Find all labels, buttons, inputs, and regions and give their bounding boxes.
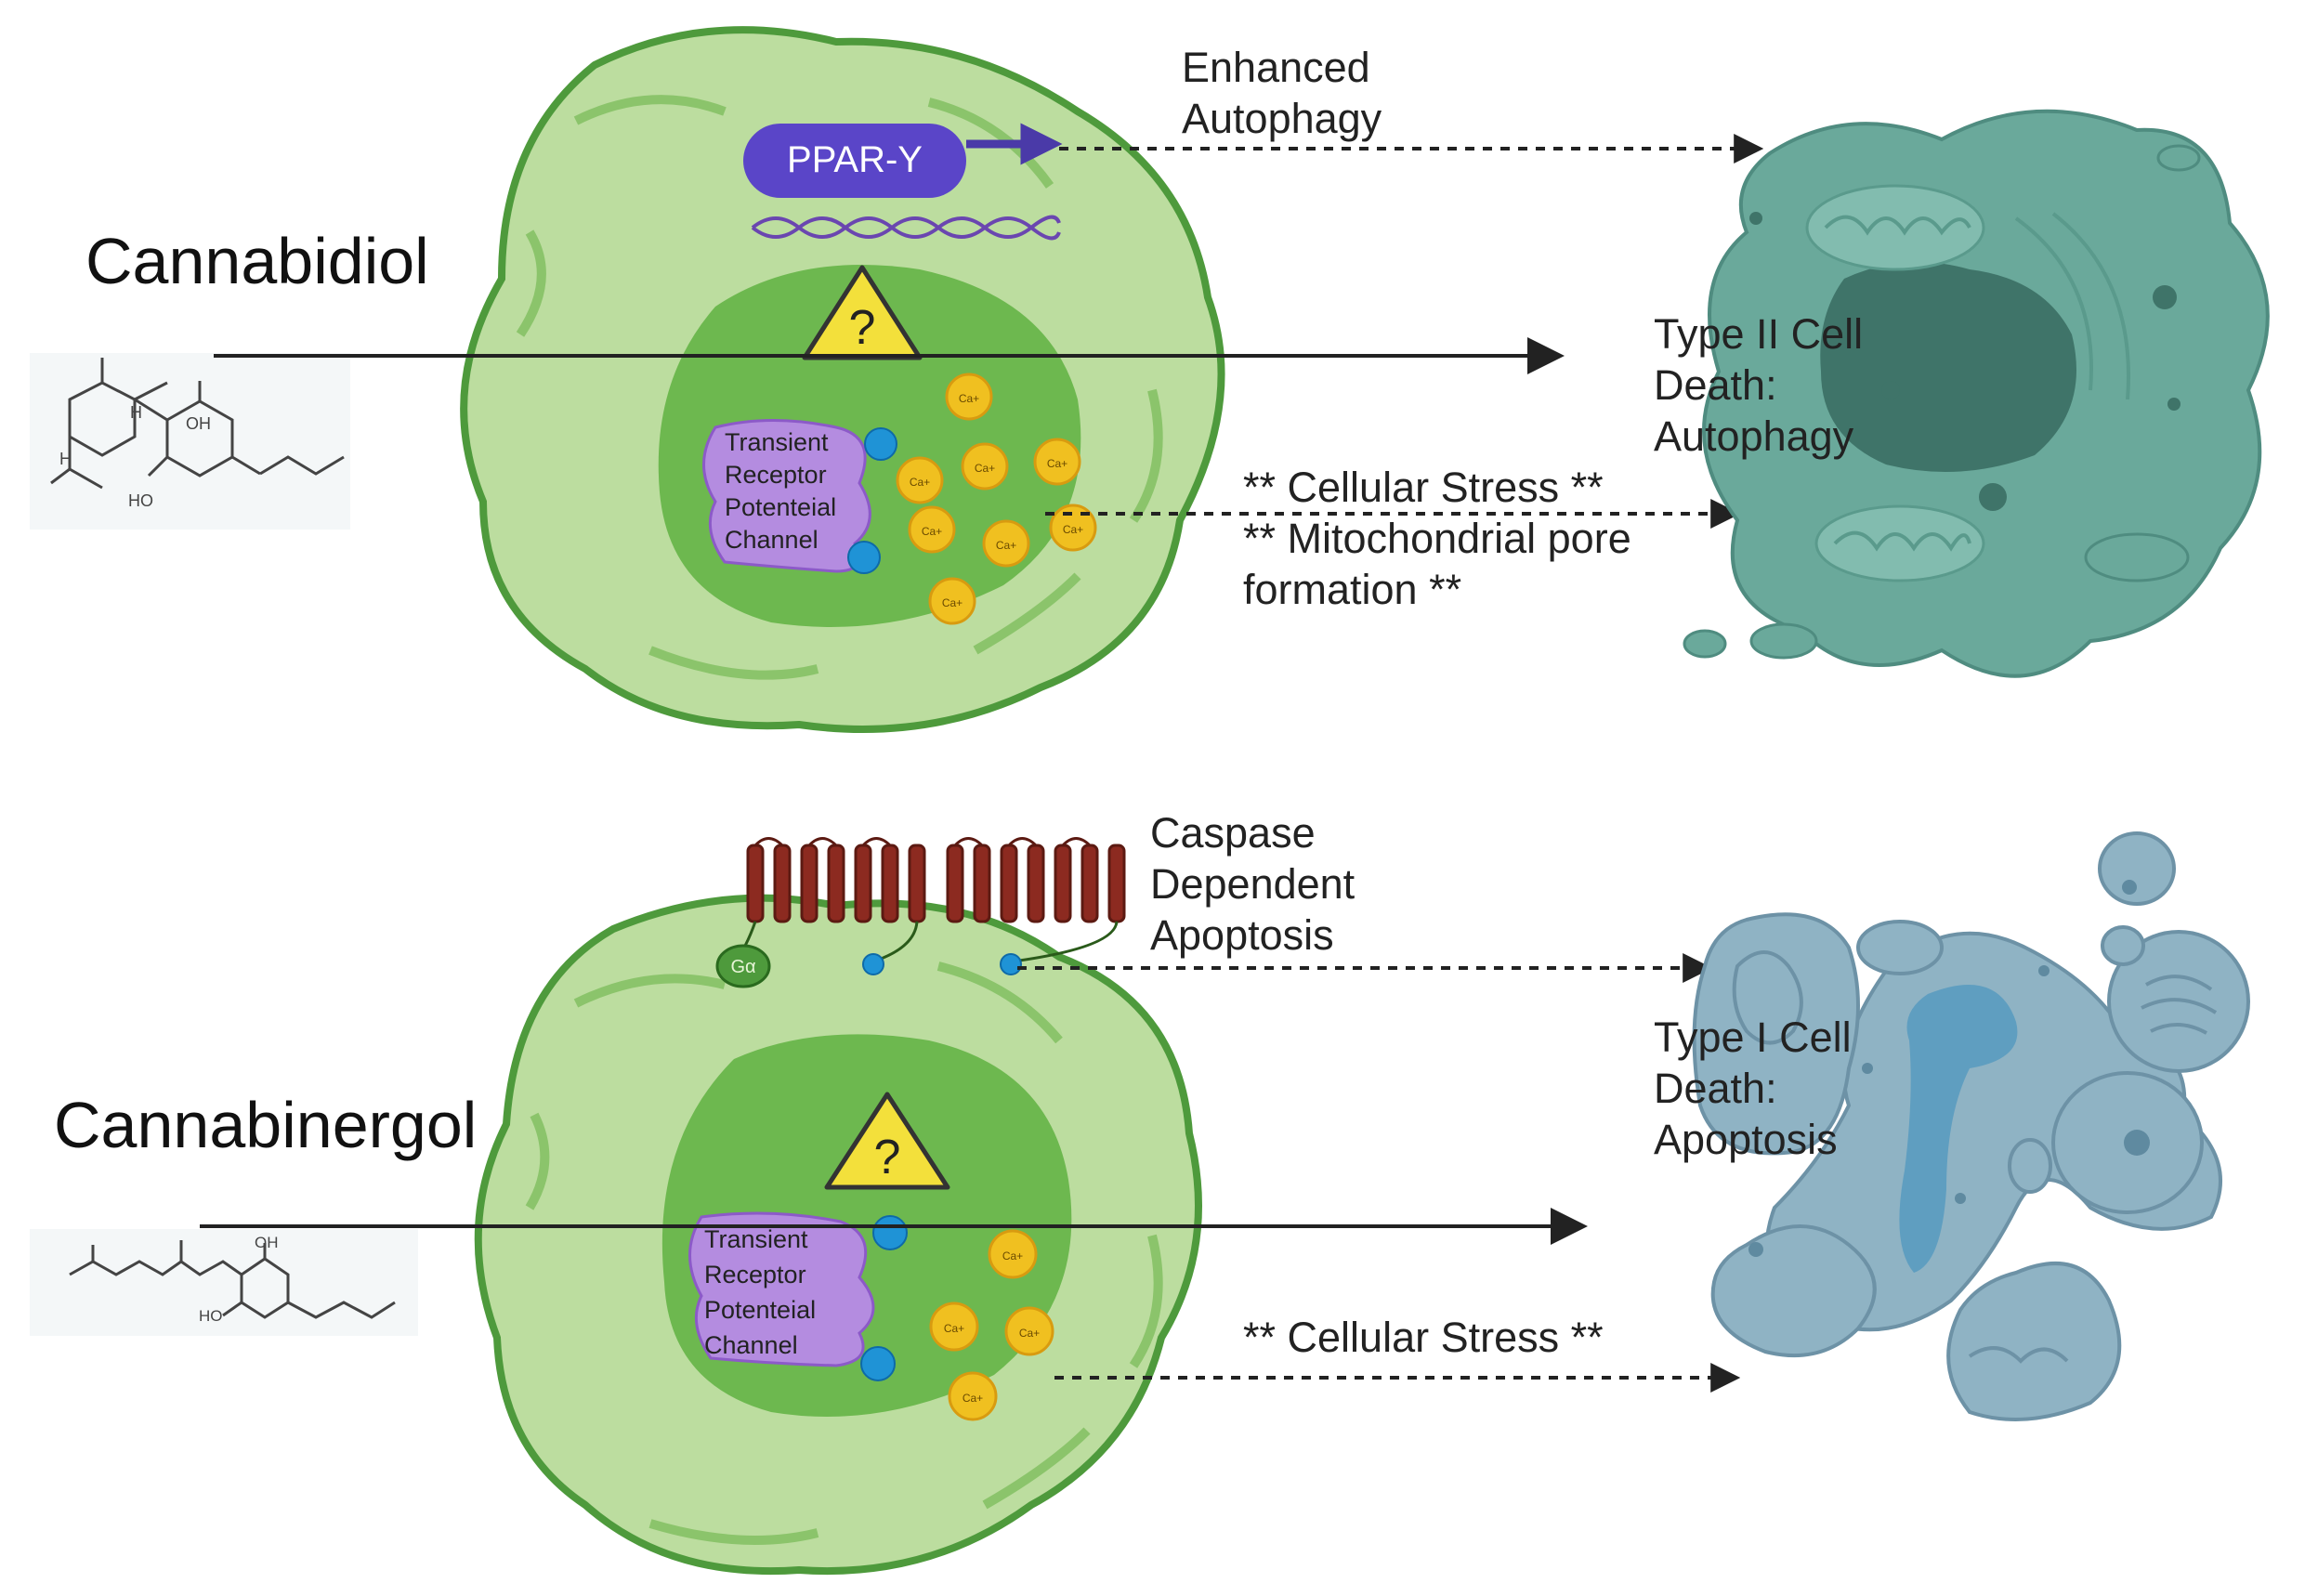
trp-channel-label-2: Receptor: [704, 1261, 806, 1289]
top-panel: Cannabidiol H OH H HO: [30, 26, 2270, 733]
cellular-stress-label-bottom: ** Cellular Stress **: [1243, 1314, 1604, 1361]
mitochondrial-pore-label: ** Mitochondrial pore: [1243, 515, 1631, 562]
calcium-ion: [1033, 438, 1081, 486]
trp-channel-label-1: Transient: [704, 1225, 808, 1253]
dna-helix-icon: [751, 215, 1061, 241]
calcium-label: Ca+: [1047, 457, 1067, 470]
calcium-ions-bottom: [929, 1229, 1054, 1421]
type-ii-label-2: Death:: [1654, 361, 1777, 409]
structure-label-oh: OH: [186, 414, 211, 433]
type-ii-label-3: Autophagy: [1654, 412, 1854, 460]
structure-label-oh-2: OH: [255, 1234, 279, 1251]
cannabinergol-label: Cannabinergol: [54, 1089, 477, 1161]
pore-formation-label: formation **: [1243, 566, 1461, 613]
trp-channel-label-3: Potenteial: [704, 1296, 816, 1324]
g-protein-alpha: [715, 944, 771, 988]
caspase-label-2: Dependent: [1150, 860, 1355, 908]
calcium-label: Ca+: [1002, 1249, 1023, 1262]
calcium-ion: [1049, 504, 1097, 552]
warning-symbol: ?: [874, 1131, 901, 1184]
structure-label-h1: H: [130, 403, 142, 422]
autophagic-cell: [1683, 109, 2270, 678]
calcium-ion: [928, 577, 976, 625]
calcium-ion: [982, 519, 1030, 568]
channel-bead-top: [872, 1215, 908, 1250]
trp-channel: [688, 1211, 875, 1367]
calcium-ion: [945, 373, 993, 421]
calcium-label: Ca+: [1019, 1327, 1040, 1340]
calcium-ion: [908, 505, 956, 554]
type-i-label-1: Type I Cell: [1654, 1014, 1852, 1061]
calcium-ion: [948, 1371, 998, 1421]
cannabidiol-structure: H OH H HO: [30, 353, 350, 530]
caspase-label-1: Caspase: [1150, 809, 1316, 857]
channel-bead-bottom: [860, 1346, 896, 1381]
g-protein-bead: [862, 953, 884, 975]
trp-channel-label-4: Channel: [725, 526, 819, 554]
warning-symbol: ?: [849, 301, 876, 355]
warning-icon: [824, 1092, 950, 1190]
calcium-ion: [961, 442, 1009, 491]
calcium-ion: [1004, 1306, 1054, 1356]
channel-bead-bottom: [847, 541, 881, 574]
cellular-stress-label-top: ** Cellular Stress **: [1243, 464, 1604, 511]
type-ii-label-1: Type II Cell: [1654, 310, 1863, 358]
enhanced-autophagy-label-2: Autophagy: [1182, 95, 1382, 142]
trp-channel-label-1: Transient: [725, 428, 829, 456]
trp-channel-label-3: Potenteial: [725, 493, 836, 521]
calcium-label: Ca+: [963, 1392, 983, 1405]
type-i-label-2: Death:: [1654, 1065, 1777, 1112]
bottom-panel: Cannabinergol OH HO: [30, 809, 2250, 1576]
cannabinergol-structure: OH HO: [30, 1229, 418, 1336]
calcium-label: Ca+: [922, 525, 942, 538]
calcium-label: Ca+: [944, 1322, 964, 1335]
enhanced-autophagy-label-1: Enhanced: [1182, 44, 1370, 91]
calcium-label: Ca+: [1063, 523, 1083, 536]
calcium-ions-top: [896, 373, 1097, 625]
calcium-ion: [896, 456, 944, 504]
calcium-label: Ca+: [942, 596, 963, 609]
caspase-label-3: Apoptosis: [1150, 911, 1334, 959]
ppar-y-receptor: [743, 123, 1063, 198]
channel-bead-top: [864, 427, 897, 461]
trp-channel-label-2: Receptor: [725, 461, 827, 489]
calcium-ion: [929, 1302, 979, 1352]
calcium-label: Ca+: [996, 539, 1016, 552]
apoptotic-cell: [1692, 831, 2250, 1421]
calcium-ion: [988, 1229, 1038, 1279]
structure-label-ho: HO: [128, 491, 153, 510]
structure-label-h2: H: [59, 450, 72, 468]
trp-channel-label-4: Channel: [704, 1331, 798, 1359]
type-i-label-3: Apoptosis: [1654, 1116, 1838, 1163]
g-protein-bead: [1000, 953, 1022, 975]
g-protein-label: Gα: [730, 957, 755, 977]
cannabidiol-label: Cannabidiol: [85, 225, 429, 297]
ppar-y-label: PPAR-Y: [787, 139, 923, 180]
calcium-label: Ca+: [959, 392, 979, 405]
calcium-label: Ca+: [975, 462, 995, 475]
calcium-label: Ca+: [910, 476, 930, 489]
structure-label-ho-2: HO: [199, 1307, 223, 1325]
